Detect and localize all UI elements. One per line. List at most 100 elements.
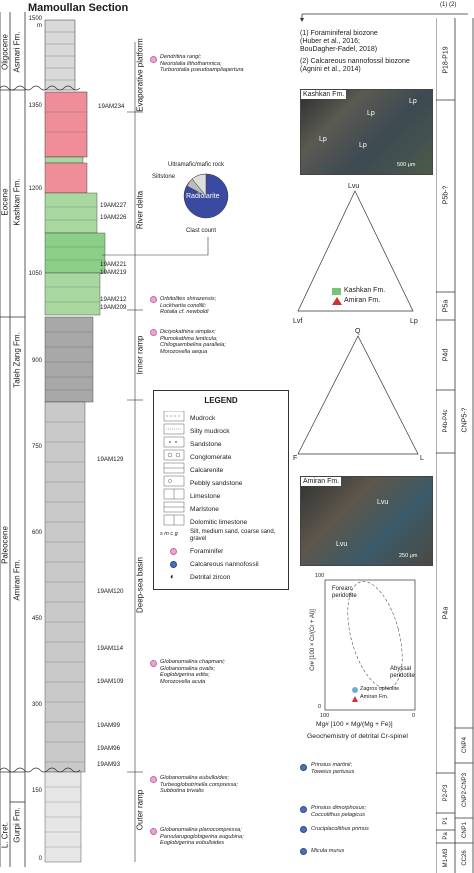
nannofossil-icon <box>300 826 307 833</box>
sample-label: 19AM120 <box>97 588 124 595</box>
depth-tick: 1050 <box>28 271 42 277</box>
grain-label: Lp <box>367 110 375 117</box>
stratigraphic-column <box>0 12 143 867</box>
grain-label: Lvu <box>377 499 389 506</box>
pie-caption: Clast count <box>186 228 217 234</box>
epoch-label: Paleocene <box>0 526 10 564</box>
nanno-biozone: CNP2-CNP3 <box>462 772 468 808</box>
formation-label: Amiran Fm. <box>12 559 22 601</box>
page-title: Mamoullan Section <box>28 2 129 14</box>
depth-tick: 1500 <box>28 16 42 22</box>
foraminifer-icon <box>150 296 157 303</box>
grain-label: Lp <box>359 142 367 149</box>
reference-line: (1) Foraminiferal biozone <box>300 30 378 37</box>
legend-grain-desc: Silt, medium sand, coarse sand, gravel <box>190 529 276 542</box>
fossil-note: Globanomalina chapmani;Globanomalina ova… <box>160 659 225 685</box>
sample-label: 19AM129 <box>97 456 124 463</box>
nanno-note: Prinsius martinii;Toweius pertusus <box>311 762 355 775</box>
sample-label: 19AM114 <box>97 645 124 652</box>
foram-biozone: P5a <box>442 299 450 313</box>
sample-label: 19AM227 <box>100 202 127 209</box>
fossil-note: Orbitolites shirazensis;Lockhartia condi… <box>160 296 217 316</box>
foraminifer-icon <box>150 56 157 63</box>
nanno-biozone: CC26 <box>462 850 468 866</box>
zagros-legend-marker <box>352 687 358 693</box>
foram-biozone: P1 <box>443 817 449 825</box>
legend-item: Calcareous nannofossil <box>190 561 259 568</box>
grain-label: Lp <box>319 136 327 143</box>
sample-label: 19AM212 <box>100 296 127 303</box>
nannofossil-icon <box>170 561 177 568</box>
nanno-biozone: CNP4 <box>462 736 468 754</box>
ternary-legend-label: Amiran Fm. <box>344 297 381 304</box>
grain-label: Lvu <box>336 541 348 548</box>
foram-biozone: Pa <box>443 832 449 840</box>
foraminifer-icon <box>150 329 157 336</box>
spinel-legend-label: Amiran Fm. <box>360 694 389 700</box>
legend-swatches <box>163 411 185 526</box>
foram-biozone: P4a <box>442 606 450 620</box>
photo-label: Amiran Fm. <box>301 477 342 486</box>
foram-biozone: M1-M3 <box>443 848 449 868</box>
nannofossil-icon <box>300 764 307 771</box>
reference-line: (Agnini et al., 2014) <box>300 66 361 73</box>
nanno-note: Cruciplacolithus primus <box>311 826 369 832</box>
formation-label: Kashkan Fm. <box>12 178 22 226</box>
nannofossil-icon <box>300 848 307 855</box>
scale-bar: 500 μm <box>397 162 416 168</box>
fossil-note: Dictyokathina simplex;Plumokathina lenti… <box>160 329 226 355</box>
ternary-apex-right: L <box>420 455 424 462</box>
fossil-note: Globanomalina planocompressa;Parvularugo… <box>160 827 244 847</box>
kashkan-micrograph: Kashkan Fm. Lp Lp Lp Lp 500 μm <box>300 89 433 175</box>
sample-label: 19AM226 <box>100 214 127 221</box>
depth-tick: 300 <box>31 702 42 708</box>
environment-label: Inner ramp <box>135 335 145 375</box>
kashkan-legend-marker <box>332 288 341 295</box>
scale-bar: 250 μm <box>399 553 418 559</box>
foram-biozone: P2-P3 <box>443 784 449 802</box>
cr-spinel-plot <box>324 579 416 711</box>
y-tick-bottom: 0 <box>318 704 322 710</box>
grain-label: Lp <box>409 98 417 105</box>
header-arrow <box>300 13 468 22</box>
legend-grain-scale: s m c g <box>160 531 178 537</box>
nanno-note: Micula murus <box>311 848 345 854</box>
foram-biozone: P4d <box>442 348 450 362</box>
ternary-q-f-l <box>297 335 419 455</box>
sample-label: 19AM93 <box>97 761 121 768</box>
depth-tick: 600 <box>31 530 42 536</box>
amiran-legend-marker <box>352 696 358 702</box>
pie-label-ultramafic: Ultramafic/mafic rock <box>168 162 225 168</box>
x-axis-label: Mg# [100 × Mg/(Mg + Fe)] <box>316 721 393 728</box>
sample-label: 19AM219 <box>100 269 127 276</box>
sample-label: 19AM109 <box>97 678 124 685</box>
epoch-label: Oligocene <box>0 33 10 71</box>
environment-label: River delta <box>135 190 145 230</box>
foram-biozone: P18-P19 <box>442 46 450 74</box>
abyssal-label: Abyssal peridotite <box>390 666 415 679</box>
sample-label: 19AM99 <box>97 722 121 729</box>
biozone-columns <box>436 18 474 873</box>
y-axis-label: Cr# [100 × Cr/(Cr + Al)] <box>310 609 316 671</box>
foraminifer-icon <box>170 548 177 555</box>
fossil-note: Dendritina rangi;Neorotalia lithothamnic… <box>160 54 244 74</box>
foraminifer-icon <box>150 660 157 667</box>
nanno-biozone: CNP1 <box>462 821 468 839</box>
depth-tick: 1200 <box>28 186 42 192</box>
sample-label: 19AM96 <box>97 745 121 752</box>
pie-leader-line <box>102 237 209 256</box>
pie-label-siltstone: Siltstone <box>152 174 176 180</box>
spinel-legend-label: Zagros ophiolite <box>360 686 400 692</box>
header-right-label: (1) (2) <box>440 2 457 8</box>
ternary-lvu-lvf-lp <box>297 190 414 312</box>
environment-label: Deep-sea basin <box>135 556 145 614</box>
foraminifer-icon <box>150 828 157 835</box>
depth-unit: m <box>37 23 42 29</box>
reference-line: (Huber et al., 2016; <box>300 38 360 45</box>
foram-biozone: P4b-P4c <box>443 409 449 433</box>
clast-pie-chart <box>183 173 229 219</box>
formation-label: Asmari Fm. <box>12 31 22 73</box>
foram-biozone: P5b-? <box>442 185 450 205</box>
